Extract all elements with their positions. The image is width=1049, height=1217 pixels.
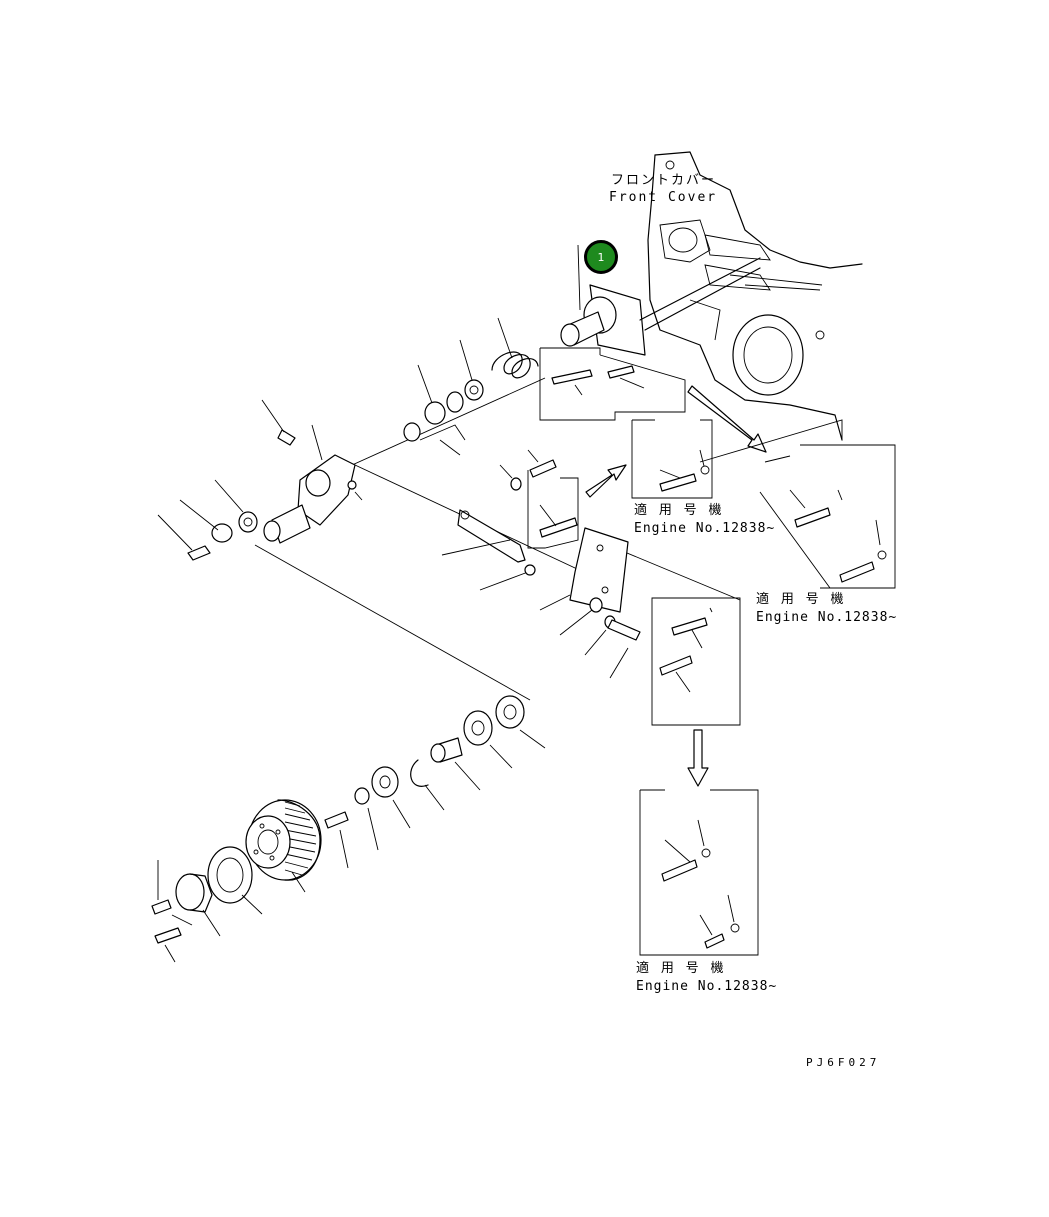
pulley-cover-parts — [151, 846, 263, 963]
front-cover-label-jp: フロントカバー — [611, 173, 717, 188]
bolt-detail-box-1 — [539, 347, 686, 421]
shaft-line-parts — [329, 317, 546, 476]
front-cover-label-en: Front Cover — [609, 190, 718, 205]
callout-number: 1 — [597, 250, 605, 264]
tensioner-bracket — [157, 399, 363, 561]
variant-arrow-3 — [687, 729, 709, 787]
part-callout-badge[interactable]: 1 — [584, 240, 618, 274]
idler-shaft-assembly — [560, 244, 761, 356]
applicability-label-3-en: Engine No.12838~ — [636, 979, 778, 994]
variant-box-3 — [651, 597, 741, 726]
applicability-label-3-jp: 適 用 号 機 — [636, 961, 726, 976]
variant-arrow-2 — [585, 464, 627, 498]
applicability-label-1-en: Engine No.12838~ — [634, 521, 776, 536]
front-cover-outline — [647, 151, 863, 441]
idler-pulley-parts — [324, 695, 546, 869]
variant-arrow-1 — [687, 385, 767, 453]
main-pulley — [245, 799, 322, 893]
applicability-label-2-en: Engine No.12838~ — [756, 610, 898, 625]
adjust-arm — [441, 449, 579, 591]
applicability-label-1-jp: 適 用 号 機 — [634, 503, 724, 518]
variant-box-2 — [759, 444, 896, 589]
variant-box-1 — [631, 419, 713, 499]
drawing-code: PJ6F027 — [806, 1056, 881, 1069]
applicability-label-2-jp: 適 用 号 機 — [756, 592, 846, 607]
lower-bracket — [539, 527, 641, 679]
variant-box-4 — [639, 789, 759, 956]
